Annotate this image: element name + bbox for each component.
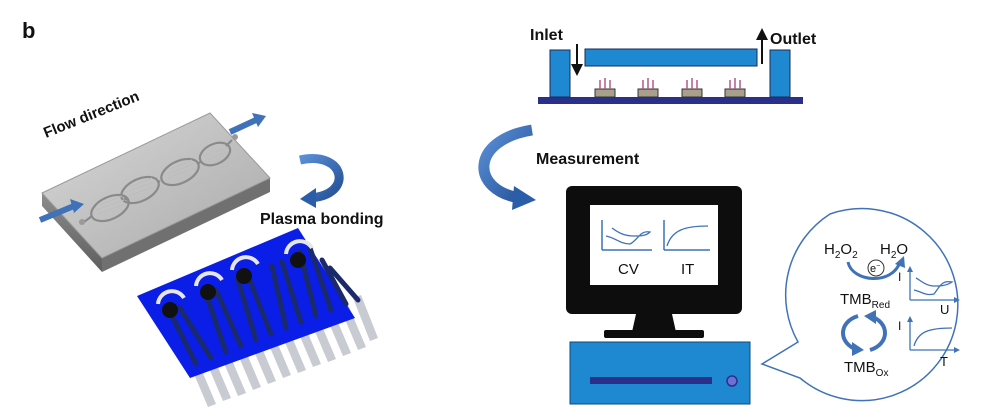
panel-label: b: [22, 18, 35, 43]
monitor-foot: [604, 330, 704, 338]
electrode-heads: [156, 239, 314, 318]
measurement-curved-arrow-head: [512, 186, 536, 210]
tower-drive-slot: [590, 377, 712, 384]
cross-section-top-layer: [584, 48, 758, 67]
tmb-red-label: TMBRed: [840, 291, 890, 311]
chip-side-front: [102, 178, 270, 272]
tower-power-button: [726, 375, 738, 387]
cycle-right-arc-head: [864, 310, 876, 324]
screen-it-label: IT: [681, 261, 694, 278]
screen-cv-label: CV: [618, 261, 639, 278]
cross-section-sensors: [594, 78, 746, 98]
flow-out-arrow: [228, 117, 258, 135]
axis-i-bottom: I: [898, 319, 901, 333]
screen-cv-plot: [601, 220, 652, 251]
plasma-bonding-label: Plasma bonding: [260, 211, 384, 228]
screen-it-plot: [663, 220, 710, 251]
bubble-it-plot: [907, 316, 960, 353]
cross-section-left-tower: [549, 49, 571, 98]
bubble-outline: [760, 207, 959, 402]
axis-i-top: I: [898, 270, 901, 284]
bonding-curved-arrow: [299, 154, 344, 203]
chip-channels: [83, 139, 233, 223]
microfluidic-chip: [41, 112, 271, 272]
electrode-substrate: [137, 228, 378, 407]
tmb-ox-label: TMBOx: [844, 359, 888, 379]
computer-tower: [569, 341, 751, 405]
h2o-label: H2O: [880, 241, 908, 261]
measurement-curved-arrow: [478, 124, 534, 204]
flow-direction-label: Flow direction: [41, 88, 142, 142]
electron-circle: [867, 259, 885, 277]
flow-in-arrow: [38, 203, 76, 223]
axis-t: T: [940, 354, 948, 369]
chip-channel-hatching: [95, 147, 229, 215]
cross-section-base: [538, 97, 803, 104]
measurement-label: Measurement: [536, 151, 640, 168]
monitor-screen: [590, 205, 718, 285]
bubble-cv-plot: [907, 266, 960, 303]
bonding-curved-arrow-head: [300, 188, 316, 208]
computer: CV IT: [566, 186, 751, 405]
flow-out-arrow-head: [252, 113, 266, 127]
electron-label: e−: [870, 263, 880, 275]
flow-in-arrow-head: [70, 199, 84, 213]
axis-u: U: [940, 302, 949, 317]
inlet-label: Inlet: [530, 27, 564, 44]
speech-bubble: H2O2 H2O e− TMBRed TMBOx: [760, 207, 960, 402]
monitor-neck: [632, 314, 676, 332]
cross-section-right-tower: [769, 49, 791, 98]
h2o2-label: H2O2: [824, 241, 858, 261]
redox-top-arc-head: [895, 256, 905, 268]
device-cross-section: [538, 28, 803, 104]
chip-outlet-port: [232, 134, 238, 140]
chip-inlet-port: [79, 219, 85, 225]
cycle-left-arc-head: [852, 342, 864, 356]
redox-top-arc: [846, 261, 902, 280]
electrode-traces: [167, 245, 361, 367]
outlet-label: Outlet: [770, 31, 817, 48]
